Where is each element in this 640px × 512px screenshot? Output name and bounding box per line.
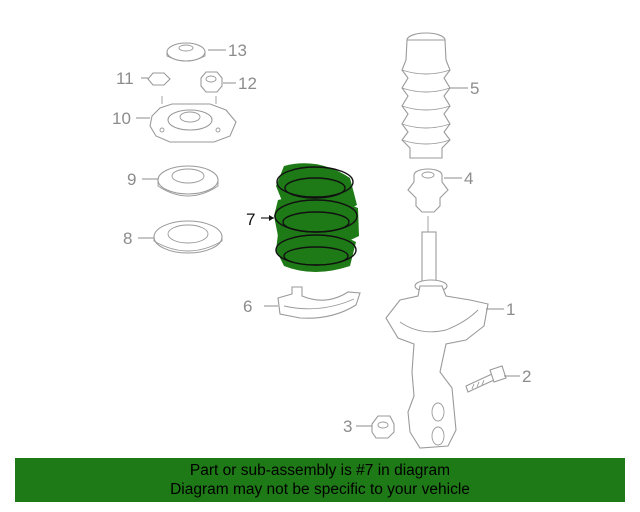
part-8-spring-seat[interactable]	[153, 220, 223, 254]
callout-11: 11	[116, 69, 134, 88]
callout-5: 5	[470, 79, 479, 98]
callout-7: 7	[246, 210, 255, 229]
callout-2: 2	[522, 367, 531, 386]
parts-diagram: 13 11 12 10 9 8	[112, 32, 531, 449]
banner-line-2: Diagram may not be specific to your vehi…	[170, 481, 470, 498]
part-1-strut[interactable]	[385, 216, 489, 449]
callout-10: 10	[112, 109, 131, 128]
callout-1: 1	[506, 300, 515, 319]
part-6-spring-insulator[interactable]	[277, 286, 361, 319]
part-2-bolt[interactable]	[465, 365, 507, 393]
banner-line-1: Part or sub-assembly is #7 in diagram	[189, 462, 451, 479]
callout-3: 3	[343, 417, 352, 436]
part-9-bearing[interactable]	[157, 165, 219, 197]
part-5-dust-boot[interactable]	[401, 32, 451, 159]
callout-8: 8	[123, 229, 132, 248]
part-11-cap[interactable]	[147, 72, 171, 86]
callout-4: 4	[464, 169, 473, 188]
callout-13: 13	[228, 41, 247, 60]
part-3-nut[interactable]	[371, 415, 395, 439]
part-10-strut-mount[interactable]	[149, 96, 237, 143]
callout-12: 12	[238, 74, 257, 93]
info-banner: Part or sub-assembly is #7 in diagram Di…	[15, 458, 625, 502]
part-7-coil-spring[interactable]	[274, 163, 359, 272]
part-4-bump-stop[interactable]	[407, 168, 449, 213]
callout-9: 9	[127, 170, 136, 189]
part-13-washer[interactable]	[166, 42, 206, 62]
callout-6: 6	[243, 297, 252, 316]
part-12-nut[interactable]	[200, 71, 223, 93]
